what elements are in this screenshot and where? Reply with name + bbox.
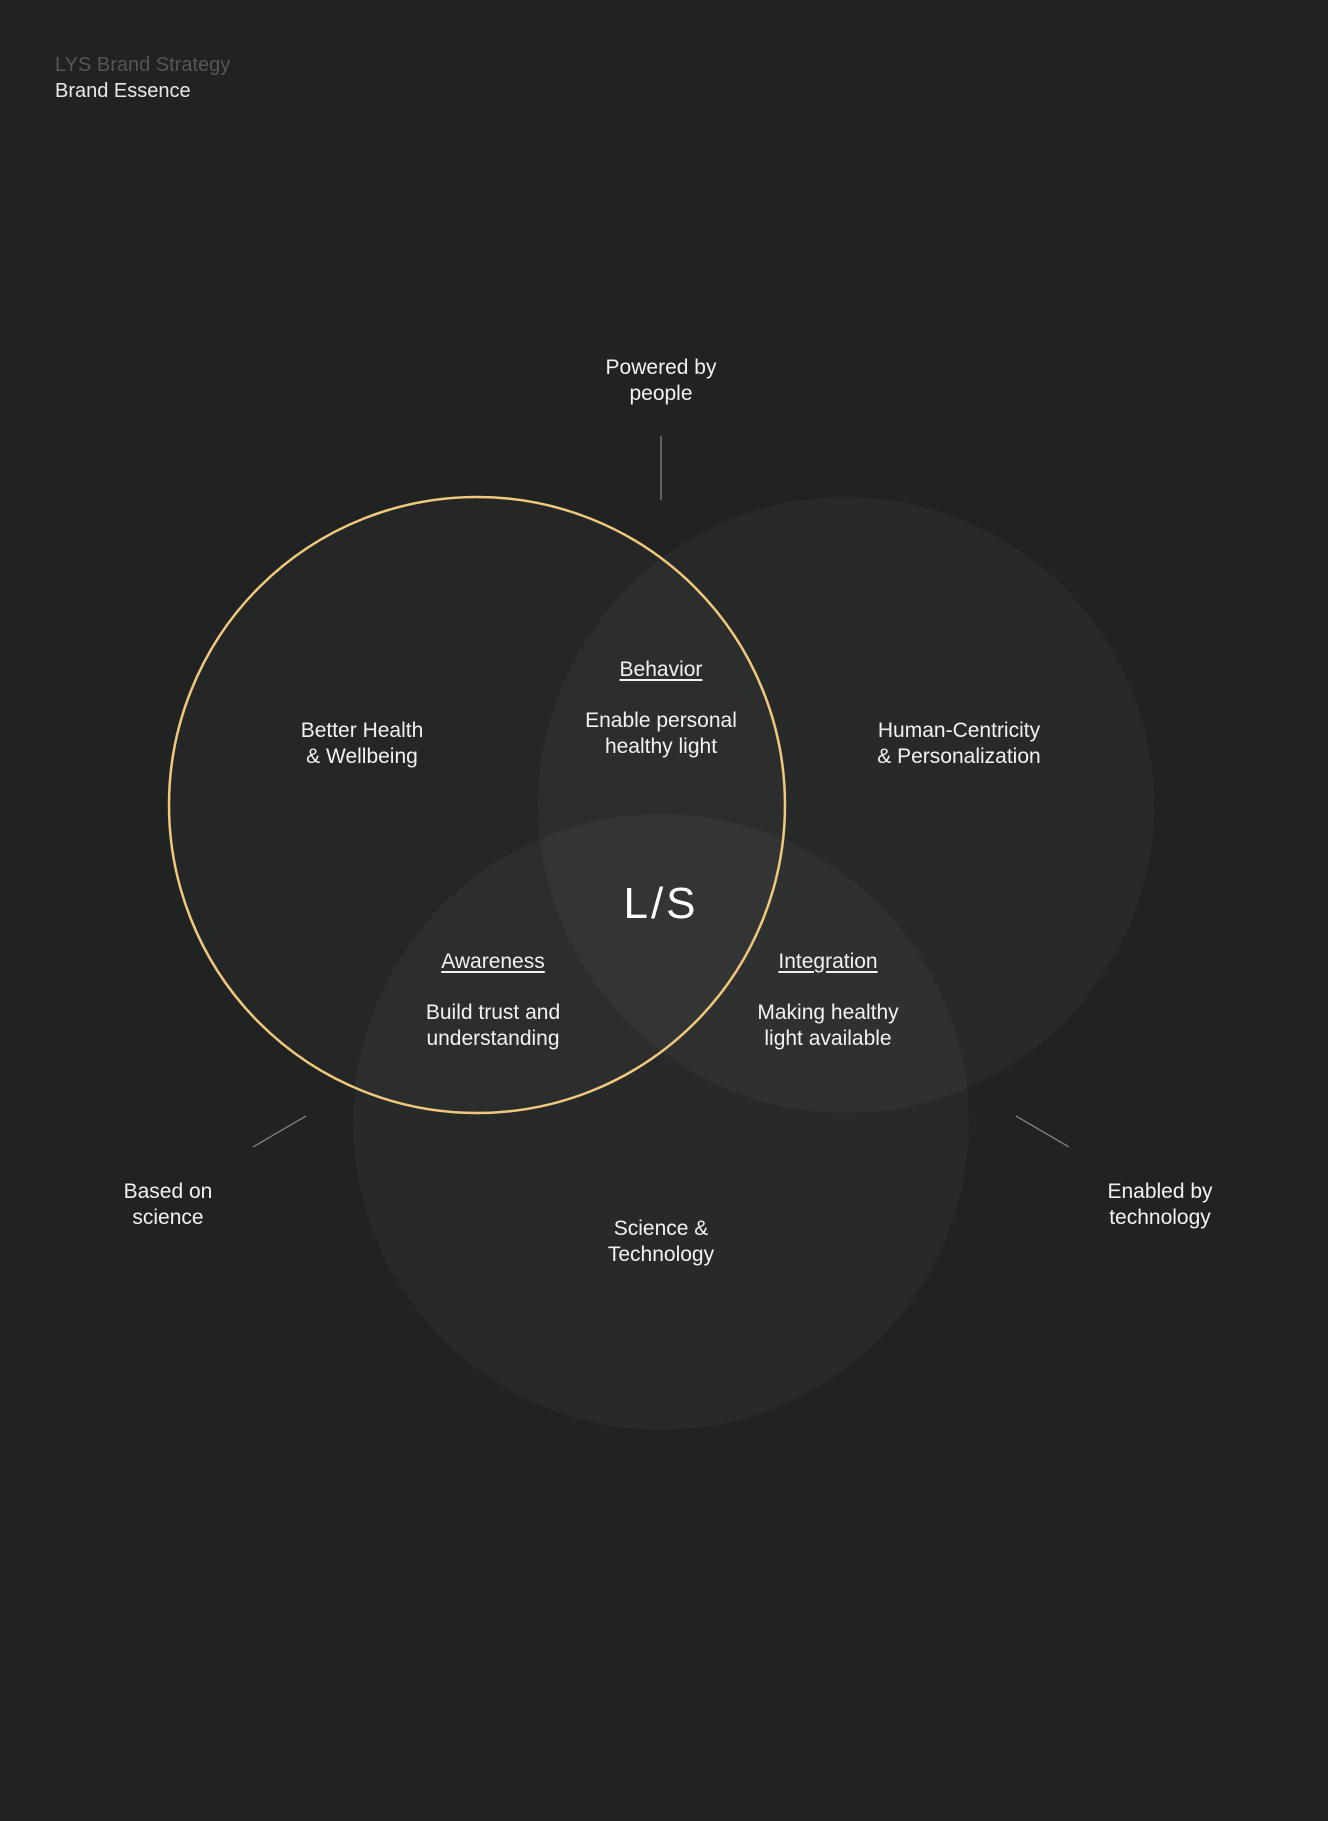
intersection-text-line: light available <box>764 1027 892 1050</box>
intersection-text-line: Making healthy <box>757 1001 899 1024</box>
connector-right <box>1015 1115 1070 1148</box>
intersection-heading: Awareness <box>441 950 545 973</box>
document-title: LYS Brand Strategy <box>55 54 231 76</box>
intersection-awareness: Awareness Build trust and understanding <box>333 949 653 1052</box>
outer-label-top: Powered by people <box>501 355 821 407</box>
connector-left <box>252 1115 307 1148</box>
outer-label-top-line: Powered by <box>605 356 717 379</box>
intersection-integration: Integration Making healthy light availab… <box>668 949 988 1052</box>
outer-label-right: Enabled by technology <box>1000 1179 1320 1231</box>
intersection-heading: Behavior <box>619 658 703 681</box>
outer-label-left-line: science <box>132 1206 204 1229</box>
page-header: LYS Brand Strategy Brand Essence <box>55 52 230 104</box>
circle-label-right-line: Human-Centricity <box>877 719 1041 742</box>
circle-label-left-line: Better Health <box>300 719 424 742</box>
intersection-text-line: Build trust and <box>425 1001 561 1024</box>
intersection-text-line: healthy light <box>604 735 718 758</box>
outer-label-right-line: technology <box>1109 1206 1211 1229</box>
outer-label-right-line: Enabled by <box>1107 1180 1213 1203</box>
outer-label-left: Based on science <box>8 1179 328 1231</box>
circle-left-highlight <box>167 495 787 1115</box>
section-title: Brand Essence <box>55 80 191 102</box>
circle-label-left: Better Health & Wellbeing <box>202 718 522 770</box>
circle-label-right: Human-Centricity & Personalization <box>799 718 1119 770</box>
intersection-text-line: understanding <box>426 1027 560 1050</box>
intersection-text-line: Enable personal <box>585 709 737 732</box>
outer-label-left-line: Based on <box>123 1180 213 1203</box>
intersection-heading: Integration <box>778 950 878 973</box>
circle-label-bottom: Science & Technology <box>501 1216 821 1268</box>
circle-label-bottom-line: Technology <box>607 1243 715 1266</box>
circle-label-left-line: & Wellbeing <box>306 745 418 768</box>
circle-label-bottom-line: Science & <box>613 1217 709 1240</box>
intersection-behavior: Behavior Enable personal healthy light <box>501 657 821 760</box>
outer-label-top-line: people <box>629 382 693 405</box>
lys-logo: L/S <box>623 879 699 928</box>
circle-label-right-line: & Personalization <box>877 745 1041 768</box>
